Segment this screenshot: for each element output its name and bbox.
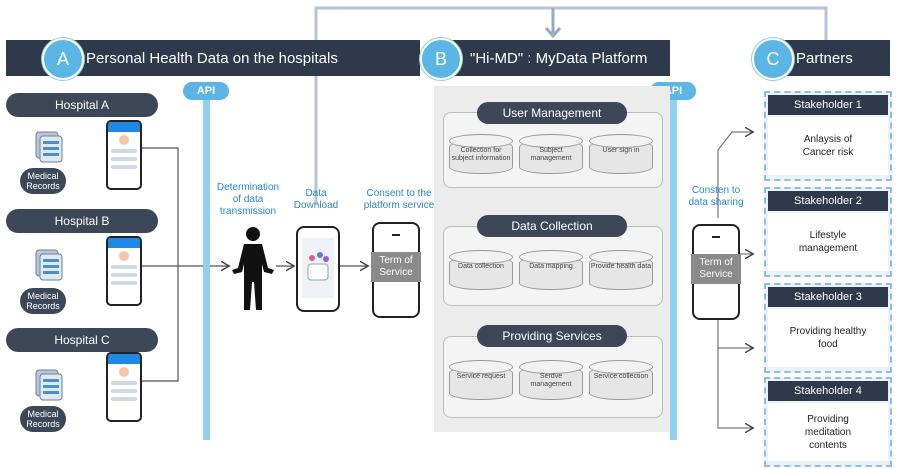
group-user-management-label: User Management: [502, 106, 602, 120]
hospital-b-name: Hospital B: [54, 214, 110, 228]
stakeholder-2: Stakeholder 2 Lifestyle management: [764, 187, 892, 277]
tos-text-partners: Term of Service: [699, 257, 733, 280]
tos-phone-partners: Term of Service: [691, 224, 741, 320]
tos-phone-platform: Term of Service: [371, 222, 421, 318]
medical-records-c-label: Medical Records: [26, 409, 60, 429]
section-b-letter: B: [434, 48, 447, 69]
label-consent-platform: Consent to the platform service: [363, 188, 435, 211]
label-determination: Determination of data transmission: [216, 182, 280, 217]
speaker-icon: [712, 236, 720, 238]
section-b-header: "Hi-MD" : MyData Platform: [430, 40, 670, 76]
stakeholder-1-body: Anlaysis of Cancer risk: [768, 117, 888, 175]
cyl-service-management: Serdve management: [519, 360, 583, 400]
medical-records-b-label: Medical Records: [26, 291, 60, 311]
cyl-service-management-label: Serdve management: [530, 373, 572, 388]
label-download: Data Download: [293, 188, 339, 211]
section-b-title: "Hi-MD" : MyData Platform: [470, 49, 648, 67]
section-c-badge: C: [752, 38, 794, 80]
cyl-collection-subject-label: Collection for subject information: [451, 147, 511, 162]
api-tag-left-label: API: [196, 85, 216, 97]
hospital-a-name: Hospital A: [54, 98, 110, 112]
label-consent-sharing: Consten to data sharing: [688, 185, 744, 208]
group-data-collection-title: Data Collection: [477, 215, 627, 237]
tos-label-platform: Term of Service: [371, 252, 421, 282]
stakeholder-3-body: Providing healthy food: [768, 309, 888, 367]
api-bar-left: [203, 96, 210, 440]
section-c-letter: C: [766, 48, 780, 69]
hospital-b-phone: [106, 236, 142, 306]
section-a-title: Personal Health Data on the hospitals: [86, 49, 338, 67]
medical-records-b: Medical Records: [20, 288, 66, 314]
cyl-user-sign-in-label: User sign in: [602, 147, 640, 154]
person-icon: [232, 227, 274, 310]
section-a-badge: A: [42, 38, 84, 80]
stakeholder-1: Stakeholder 1 Anlaysis of Cancer risk: [764, 91, 892, 181]
section-b-badge: B: [420, 38, 462, 80]
server-icon: [35, 369, 63, 401]
hospital-c-phone: [106, 352, 142, 422]
app-cube-icon: [302, 238, 334, 298]
api-tag-left: API: [183, 82, 229, 100]
hospital-b-pill: Hospital B: [6, 209, 158, 233]
cyl-provide-health-data: Provide health data: [589, 250, 653, 290]
stakeholder-3: Stakeholder 3 Providing healthy food: [764, 283, 892, 373]
cyl-subject-management-label: Subject management: [530, 147, 572, 162]
tos-text-platform: Term of Service: [379, 255, 413, 278]
group-data-collection-label: Data Collection: [511, 219, 593, 233]
cyl-data-mapping-label: Data mapping: [529, 263, 573, 270]
stakeholder-4-header: Stakeholder 4: [768, 381, 888, 401]
server-icon: [35, 249, 63, 281]
hospital-a-phone: [106, 120, 142, 190]
cyl-service-request: Service request: [449, 360, 513, 400]
cyl-collection-subject: Collection for subject information: [449, 134, 513, 174]
tos-label-partners: Term of Service: [691, 254, 741, 284]
group-providing-services-title: Providing Services: [477, 325, 627, 347]
download-phone: [296, 226, 340, 312]
api-bar-right: [670, 96, 677, 440]
cyl-user-sign-in: User sign in: [589, 134, 653, 174]
stakeholder-2-header: Stakeholder 2: [768, 191, 888, 211]
stakeholder-1-header: Stakeholder 1: [768, 95, 888, 115]
cyl-data-collection-label: Data collection: [458, 263, 504, 270]
section-a-letter: A: [56, 48, 69, 69]
cyl-service-collection-label: Service collection: [593, 373, 649, 380]
stakeholder-4: Stakeholder 4 Providing meditation conte…: [764, 377, 892, 467]
hospital-c-name: Hospital C: [54, 333, 110, 347]
stakeholder-4-body: Providing meditation contents: [768, 403, 888, 461]
stakeholder-2-body: Lifestyle management: [768, 213, 888, 271]
medical-records-a: Medical Records: [20, 168, 66, 194]
medical-records-a-label: Medical Records: [26, 171, 60, 191]
hospital-c-pill: Hospital C: [6, 328, 158, 352]
cyl-data-mapping: Data mapping: [519, 250, 583, 290]
cyl-subject-management: Subject management: [519, 134, 583, 174]
cyl-service-request-label: Service request: [456, 373, 506, 380]
stakeholder-3-header: Stakeholder 3: [768, 287, 888, 307]
cyl-service-collection: Service collection: [589, 360, 653, 400]
section-c-title: Partners: [796, 49, 853, 67]
group-user-management-title: User Management: [477, 102, 627, 124]
speaker-icon: [392, 234, 400, 236]
cyl-data-collection: Data collection: [449, 250, 513, 290]
group-providing-services-label: Providing Services: [502, 329, 602, 343]
cyl-provide-health-data-label: Provide health data: [590, 263, 652, 270]
server-icon: [35, 131, 63, 163]
hospital-a-pill: Hospital A: [6, 93, 158, 117]
medical-records-c: Medical Records: [20, 406, 66, 432]
